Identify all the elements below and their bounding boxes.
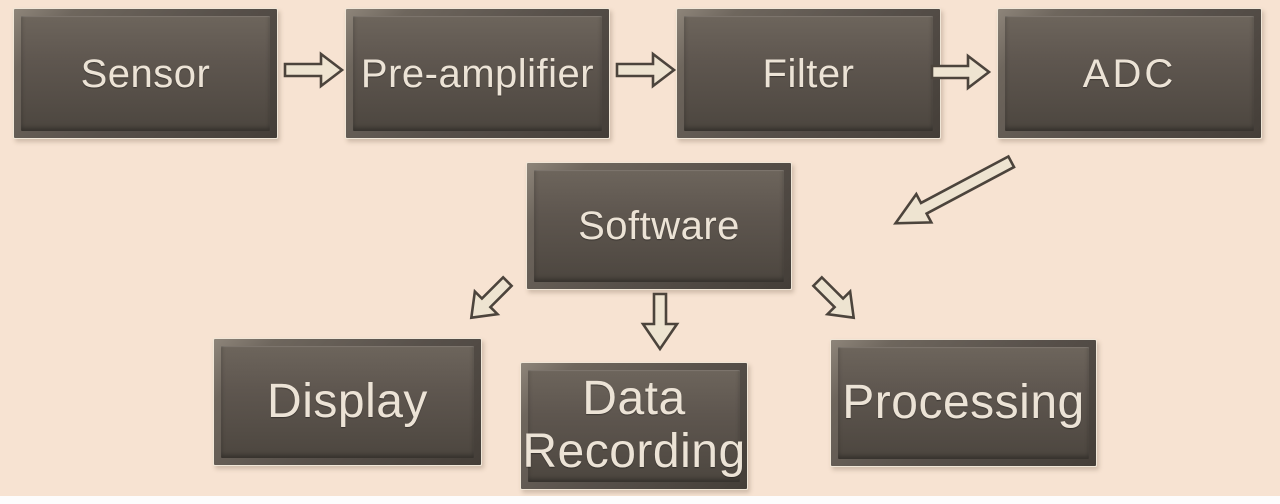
node-data-recording: Data Recording (520, 362, 748, 490)
node-software-face: Software (534, 170, 784, 282)
node-preamplifier: Pre-amplifier (345, 8, 610, 139)
node-data-recording-label: Data Recording (522, 372, 746, 478)
arrow-software-to-data-recording-icon (640, 292, 680, 352)
arrow-software-to-processing-icon (811, 275, 856, 320)
arrow-preamplifier-to-filter-icon (615, 51, 677, 89)
node-processing-label: Processing (842, 375, 1085, 429)
node-filter-label: Filter (762, 51, 855, 96)
node-processing-face: Processing (838, 347, 1089, 459)
node-preamplifier-face: Pre-amplifier (353, 16, 602, 131)
bottom-white-strip (0, 496, 1280, 504)
node-preamplifier-label: Pre-amplifier (360, 51, 595, 96)
node-processing: Processing (830, 339, 1097, 467)
node-software: Software (526, 162, 792, 290)
node-data-recording-face: Data Recording (522, 370, 745, 482)
node-filter-face: Filter (684, 16, 933, 131)
node-display: Display (213, 338, 482, 466)
node-sensor: Sensor (13, 8, 278, 139)
node-sensor-label: Sensor (80, 51, 211, 96)
arrow-adc-to-software-icon (892, 154, 1016, 225)
arrow-software-to-display-icon (469, 275, 514, 320)
arrow-sensor-to-preamplifier-icon (283, 51, 345, 89)
node-sensor-face: Sensor (21, 16, 270, 131)
node-software-label: Software (578, 204, 740, 248)
node-display-face: Display (221, 346, 474, 458)
node-filter: Filter (676, 8, 941, 139)
node-display-label: Display (267, 374, 428, 428)
node-adc: ADC (997, 8, 1262, 139)
arrow-filter-to-adc-icon (930, 53, 992, 91)
node-adc-face: ADC (1005, 16, 1254, 131)
node-adc-label: ADC (1082, 51, 1177, 96)
